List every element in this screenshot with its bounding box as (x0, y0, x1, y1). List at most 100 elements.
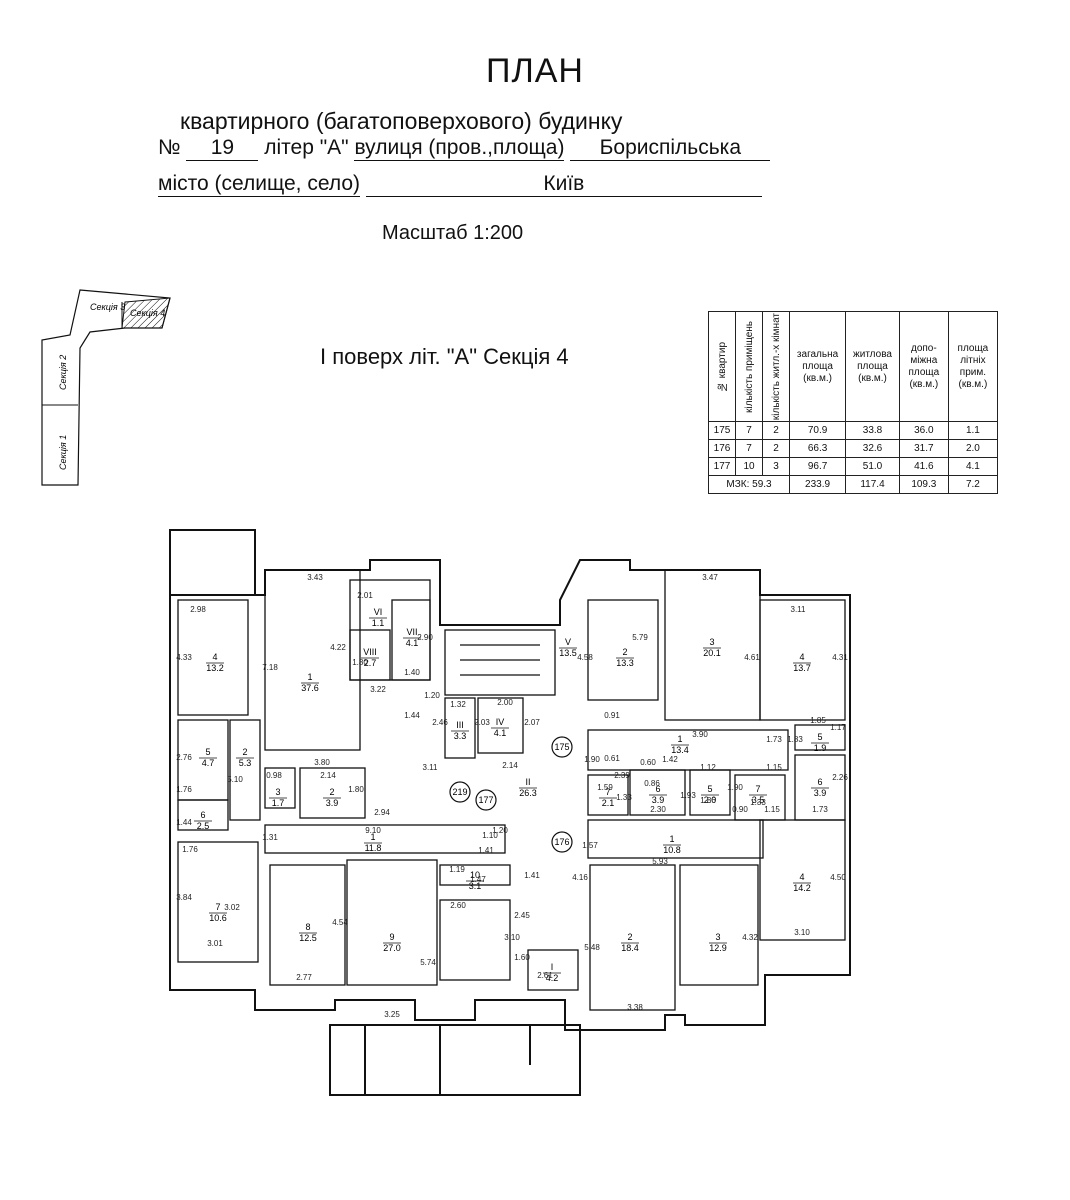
dimension-label: 2.01 (357, 591, 373, 600)
dimension-label: 0.98 (266, 771, 282, 780)
dimension-label: 3.11 (423, 763, 439, 772)
dimension-label: 1.44 (404, 711, 420, 720)
dimension-label: 2.60 (450, 901, 466, 910)
dimension-label: 2.76 (176, 753, 192, 762)
room-number-label: 8 (305, 922, 310, 932)
dimension-label: 1.73 (812, 805, 828, 814)
table-header-row: № квартир кількість приміщень кількість … (708, 310, 999, 423)
room-area-label: 4.7 (202, 758, 215, 768)
room-number-label: 2 (627, 932, 632, 942)
dimension-label: 3.02 (224, 903, 240, 912)
room-area-label: 3.1 (469, 881, 482, 891)
dimension-label: 5.93 (652, 857, 668, 866)
marker-175: 175 (554, 742, 569, 752)
dimension-label: 2.77 (296, 973, 312, 982)
scale-label: Масштаб 1:200 (382, 222, 524, 244)
room-number-label: 10 (470, 870, 480, 880)
dimension-label: 0.61 (604, 754, 620, 763)
marker-177: 177 (478, 795, 493, 805)
dimension-label: 0.90 (732, 805, 748, 814)
room-area-label: 27.0 (383, 943, 401, 953)
room-area-label: 1.9 (814, 743, 827, 753)
room-area-label: 5.3 (239, 758, 252, 768)
room-number-label: I (551, 962, 554, 972)
floor-plan: 219 177 175 176 413.2137.6VI1.1VIII2.7VI… (169, 529, 851, 1096)
dimension-label: 4.54 (332, 918, 348, 927)
room-number-label: 5 (707, 784, 712, 794)
room-area-label: 2.7 (364, 658, 377, 668)
room-number-label: 7 (755, 784, 760, 794)
dimension-label: 3.47 (702, 573, 718, 582)
dimension-label: 1.80 (348, 785, 364, 794)
dimension-label: 2.98 (190, 605, 206, 614)
dimension-label: 2.94 (374, 808, 390, 817)
room-number-label: 9 (389, 932, 394, 942)
room-area-label: 3.9 (814, 788, 827, 798)
room-number-label: IV (496, 717, 505, 727)
room-number-label: 7 (215, 902, 220, 912)
dimension-label: 3.10 (794, 928, 810, 937)
city-name: Київ (365, 172, 762, 197)
address-line-number: № 19 літер "А" вулиця (пров.,площа) Бори… (158, 136, 771, 161)
street-label: вулиця (пров.,площа) (354, 136, 565, 161)
table-footer-row: МЗК: 59.3 233.9 117.4 109.3 7.2 (708, 475, 999, 495)
dimension-label: 9.10 (365, 826, 381, 835)
dimension-label: 3.80 (314, 758, 330, 767)
dimension-label: 1.85 (810, 716, 826, 725)
dimension-label: 4.50 (830, 873, 846, 882)
building-number: 19 (186, 136, 259, 161)
key-section-3: Секція 3 (90, 302, 125, 312)
dimension-label: 1.86 (700, 796, 716, 805)
page-subtitle: квартирного (багатоповерхового) будинку (180, 108, 623, 134)
dimension-label: 4.16 (572, 873, 588, 882)
room-area-label: 18.4 (621, 943, 639, 953)
dimension-labels: 2.983.432.014.337.184.222.901.803.221.40… (176, 573, 848, 1019)
room-number-label: 2 (242, 747, 247, 757)
room-area-label: 10.8 (663, 845, 681, 855)
dimension-label: 1.90 (584, 755, 600, 764)
dimension-label: 4.32 (742, 933, 758, 942)
dimension-label: 4.22 (330, 643, 346, 652)
plan-walls (169, 529, 851, 1096)
room-area-label: 13.5 (559, 648, 577, 658)
room-area-label: 13.4 (671, 745, 689, 755)
dimension-label: 4.58 (577, 653, 593, 662)
dimension-label: 1.19 (449, 865, 465, 874)
room-number-label: 4 (799, 652, 804, 662)
dimension-label: 2.07 (524, 718, 540, 727)
room-area-label: 20.1 (703, 648, 721, 658)
dimension-label: 2.14 (502, 761, 518, 770)
header-room-count: кількість приміщень (743, 320, 755, 413)
room-area-label: 1.1 (372, 618, 385, 628)
dimension-label: 2.90 (417, 633, 433, 642)
dimension-label: 1.90 (727, 783, 743, 792)
apartment-markers (449, 736, 573, 853)
plan-partitions (177, 569, 846, 1011)
dimension-label: 1.33 (616, 793, 632, 802)
key-section-2: Секція 2 (58, 355, 68, 390)
room-number-label: V (565, 637, 571, 647)
room-number-label: III (456, 720, 464, 730)
room-area-label: 4.2 (546, 973, 559, 983)
room-number-label: VIII (363, 647, 377, 657)
dimension-label: 3.84 (176, 893, 192, 902)
room-number-label: II (525, 777, 530, 787)
room-number-label: 3 (275, 787, 280, 797)
room-area-label: 2.0 (704, 795, 717, 805)
dimension-label: 5.74 (420, 958, 436, 967)
dimension-label: 7.18 (262, 663, 278, 672)
room-number-label: 1 (307, 672, 312, 682)
street-name: Бориспільська (570, 136, 771, 161)
room-number-label: 2 (329, 787, 334, 797)
room-area-label: 3.9 (326, 798, 339, 808)
dimension-label: 1.12 (700, 763, 716, 772)
dimension-label: 1.17 (830, 723, 846, 732)
marker-176: 176 (554, 837, 569, 847)
dimension-label: 1.42 (662, 755, 678, 764)
dimension-label: 0.91 (604, 711, 620, 720)
room-number-label: 6 (817, 777, 822, 787)
room-number-label: 7 (605, 787, 610, 797)
